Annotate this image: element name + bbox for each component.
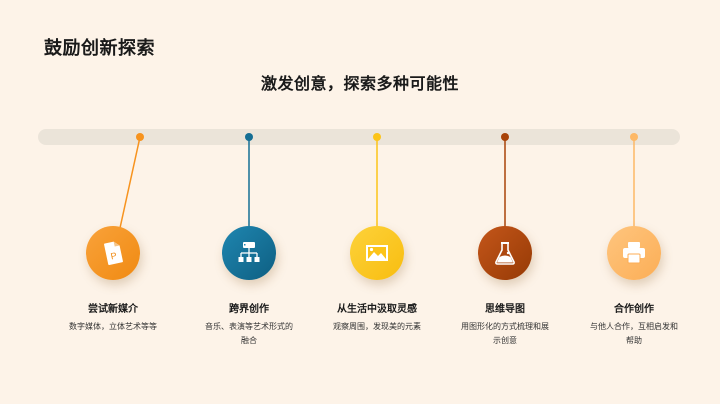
step-title: 从生活中汲取灵感: [337, 304, 417, 315]
step-title: 尝试新媒介: [88, 304, 138, 315]
timeline-dot-4: [501, 133, 509, 141]
step-description: 音乐、表演等艺术形式的融合: [205, 322, 293, 345]
flask-icon: [495, 242, 515, 265]
printer-icon: [623, 242, 645, 264]
step-node-2: [222, 226, 276, 280]
step-description: 数字媒体，立体艺术等等: [69, 322, 157, 331]
sitemap-icon: [238, 242, 260, 262]
powerpoint-file-icon: P: [104, 241, 123, 266]
timeline-dot-3: [373, 133, 381, 141]
slide-title: 鼓励创新探索: [44, 38, 155, 59]
step-card-2: 跨界创作 音乐、表演等艺术形式的融合: [189, 303, 309, 348]
step-description: 与他人合作，互相启发和帮助: [590, 322, 678, 345]
step-card-1: 尝试新媒介 数字媒体，立体艺术等等: [53, 303, 173, 334]
step-title: 思维导图: [485, 304, 525, 315]
step-node-3: [350, 226, 404, 280]
timeline-bar: [38, 129, 680, 145]
step-node-5: [607, 226, 661, 280]
slide-subtitle: 激发创意，探索多种可能性: [260, 74, 459, 93]
timeline-dot-2: [245, 133, 253, 141]
step-node-4: [478, 226, 532, 280]
step-node-1: P: [86, 226, 140, 280]
step-card-4: 思维导图 用图形化的方式梳理和展示创意: [445, 303, 565, 348]
connector-line-1: [119, 136, 141, 229]
timeline-dot-5: [630, 133, 638, 141]
svg-text:P: P: [110, 250, 118, 261]
step-description: 用图形化的方式梳理和展示创意: [461, 322, 549, 345]
timeline-dot-1: [136, 133, 144, 141]
step-card-5: 合作创作 与他人合作，互相启发和帮助: [574, 303, 694, 348]
step-description: 观察周围，发现美的元素: [333, 322, 421, 331]
step-title: 合作创作: [614, 304, 654, 315]
image-icon: [366, 245, 388, 261]
step-title: 跨界创作: [229, 304, 269, 315]
step-card-3: 从生活中汲取灵感 观察周围，发现美的元素: [317, 303, 437, 334]
